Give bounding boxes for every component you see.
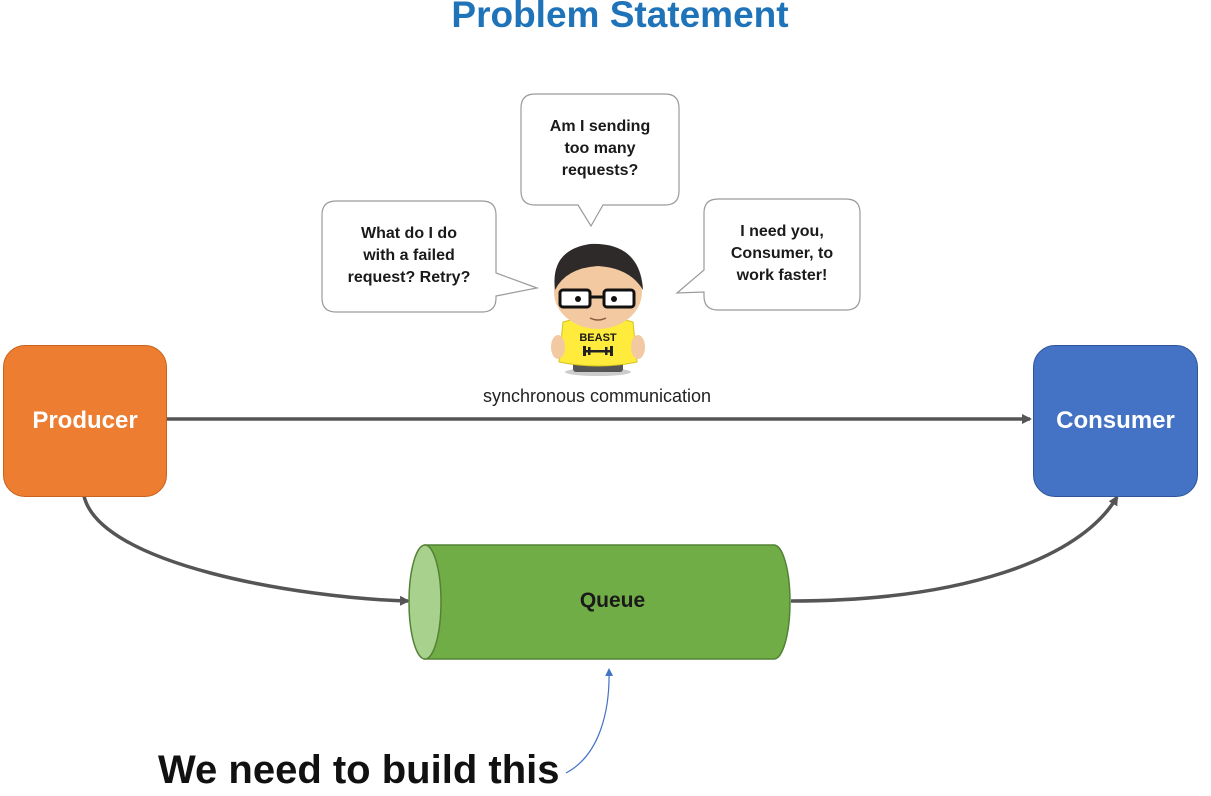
speech-bubble-top — [520, 93, 680, 228]
speech-bubble-left-text: What do I do with a failed request? Retr… — [322, 223, 496, 289]
speech-bubble-left — [321, 200, 540, 313]
callout-text: We need to build this — [158, 748, 560, 792]
sync-arrow-label: synchronous communication — [482, 386, 712, 406]
bubble-line: What do I do — [361, 225, 457, 242]
speech-bubble-right — [675, 198, 861, 311]
bubble-line: work faster! — [736, 267, 828, 284]
producer-label: Producer — [32, 407, 138, 434]
bubble-line: request? Retry? — [347, 269, 471, 286]
producer-box: Producer — [3, 345, 167, 497]
bubble-line: Consumer, to — [730, 245, 834, 262]
consumer-box: Consumer — [1033, 345, 1198, 497]
queue-to-consumer-arrow — [790, 495, 1119, 603]
bubble-line: with a failed — [363, 247, 455, 264]
bubble-line: Am I sending — [549, 118, 651, 135]
queue-label: Queue — [579, 589, 646, 612]
developer-character — [551, 243, 645, 376]
bubble-line: requests? — [561, 162, 639, 179]
speech-bubble-right-text: I need you, Consumer, to work faster! — [704, 221, 860, 287]
speech-bubble-top-text: Am I sending too many requests? — [521, 116, 679, 182]
bubble-line: I need you, — [740, 223, 824, 240]
queue-cylinder — [408, 544, 791, 660]
consumer-label: Consumer — [1056, 407, 1175, 434]
bubble-line: too many — [564, 140, 636, 157]
callout-arrow — [565, 668, 614, 774]
character-shirt-text: BEAST — [579, 332, 617, 344]
page-title: Problem Statement — [451, 0, 789, 35]
producer-to-queue-arrow — [82, 495, 410, 606]
